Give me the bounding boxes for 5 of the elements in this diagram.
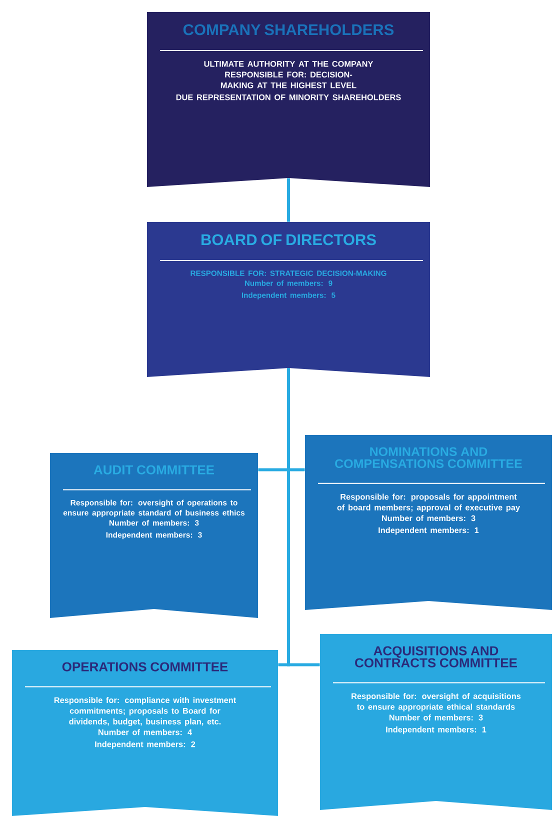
connector-line bbox=[287, 178, 290, 222]
connector-line bbox=[287, 368, 320, 666]
org-box: ACQUISITIONS AND CONTRACTS COMMITTEE Responsible for: oversight of acquisitions to ensure appropriate ethical standards Number of members: 3 Independent members: 1 bbox=[320, 634, 552, 810]
org-box: OPERATIONS COMMITTEE Responsible for: compliance with investment commitments; proposals to Board for dividends, budget, business plan, etc. Number of members: 4 Independent members: 2 bbox=[12, 650, 278, 816]
org-box: COMPANY SHAREHOLDERS ULTIMATE AUTHORITY AT THE COMPANY RESPONSIBLE FOR: DECISION-MAKING AT THE HIGHEST LEVEL DUE REPRESENTATION OF MINORITY SHAREHOLDERS bbox=[147, 12, 430, 187]
